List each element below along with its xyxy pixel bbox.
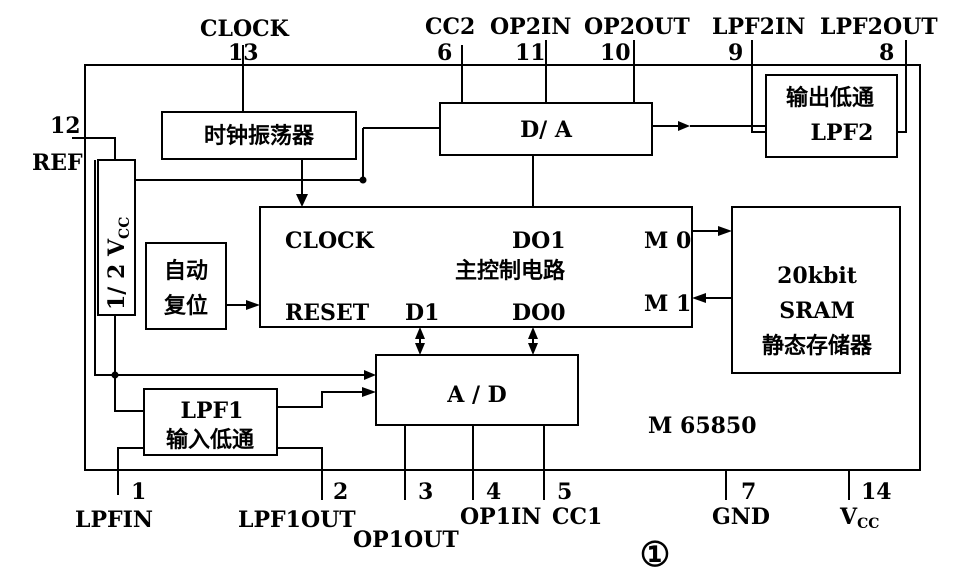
pin-lpf2in-number: 9 [728, 40, 743, 66]
main-control-title: 主控制电路 [455, 258, 566, 284]
half-vcc-block: 1/ 2 VCC [97, 159, 136, 316]
pin-vcc-number: 14 [861, 479, 892, 505]
pin-gnd-name: GND [712, 504, 770, 530]
pin-ref-number: 12 [50, 113, 81, 139]
pin-op2out-number: 10 [600, 40, 631, 66]
pin-op1out-name: OP1OUT [353, 527, 459, 553]
da-converter-block: D/ A [439, 102, 653, 156]
clock-oscillator-block: 时钟振荡器 [161, 111, 357, 160]
pin-op2in-name: OP2IN [490, 14, 571, 40]
internal-wiring [94, 121, 766, 412]
pin-op2out-name: OP2OUT [584, 14, 690, 40]
da-converter-label: D/ A [520, 117, 573, 143]
lpf1-label-en: LPF1 [181, 398, 244, 424]
lpf2-label-en: LPF2 [811, 120, 874, 146]
pin-op2in-number: 11 [515, 40, 546, 66]
lpf2-label-cn: 输出低通 [786, 85, 874, 111]
main-control-d1-port: D1 [405, 300, 439, 326]
half-vcc-label: 1/ 2 VCC [104, 217, 133, 310]
main-control-do1-port: DO1 [512, 228, 566, 254]
lpf1-label-cn: 输入低通 [166, 427, 254, 453]
pin-lpf2out-name: LPF2OUT [820, 14, 938, 40]
pin-lpfin: 1 LPFIN [75, 447, 153, 533]
main-control-reset-port: RESET [285, 300, 370, 326]
pin-cc2-name: CC2 [425, 14, 475, 40]
auto-reset-label-1: 自动 [164, 258, 208, 284]
pin-lpfin-number: 1 [131, 479, 146, 505]
ad-converter-block: A / D [375, 354, 579, 426]
pin-op2out: OP2OUT 10 [584, 14, 690, 103]
auto-reset-block: 自动 复位 [145, 242, 227, 330]
pin-vcc-name: VCC [839, 504, 879, 532]
lpf1-block: LPF1 输入低通 [143, 388, 278, 456]
auto-reset-label-2: 复位 [163, 293, 208, 319]
sram-size-label: 20kbit [777, 263, 858, 289]
pin-op1out-number: 3 [418, 479, 433, 505]
pin-op1out: 3 OP1OUT [353, 425, 459, 553]
sram-block: 20kbit SRAM 静态存储器 [731, 206, 901, 374]
clock-oscillator-label: 时钟振荡器 [204, 123, 315, 149]
pin-op1in-number: 4 [486, 479, 501, 505]
pin-cc1-number: 5 [557, 479, 572, 505]
pin-gnd: 7 GND [712, 470, 770, 530]
pin-cc1-name: CC1 [552, 504, 602, 530]
sram-cn-label: 静态存储器 [762, 333, 873, 359]
pin-lpf1out: 2 LPF1OUT [238, 447, 356, 533]
main-control-do0-port: DO0 [512, 300, 566, 326]
pin-op1in-name: OP1IN [460, 504, 541, 530]
chip-name: M 65850 [648, 413, 757, 439]
pin-lpf1out-number: 2 [333, 479, 348, 505]
pin-cc2: CC2 6 [425, 14, 475, 103]
pin-cc1: 5 CC1 [543, 425, 602, 530]
pin-cc2-number: 6 [437, 40, 452, 66]
pin-lpf2out-number: 8 [879, 40, 894, 66]
pin-clock: CLOCK 13 [200, 16, 290, 112]
pin-op2in: OP2IN 11 [490, 14, 571, 103]
pin-ref: 12 REF [32, 113, 116, 176]
lpf2-block: 输出低通 LPF2 [765, 74, 898, 158]
pin-lpf2in-name: LPF2IN [712, 14, 805, 40]
pin-lpf1out-name: LPF1OUT [238, 507, 356, 533]
pin-clock-name: CLOCK [200, 16, 290, 42]
main-control-clock-port: CLOCK [285, 228, 375, 254]
main-control-m0-port: M 0 [644, 228, 691, 254]
chip-outline [84, 64, 921, 471]
pin-vcc: 14 VCC [839, 470, 892, 532]
pin-lpf2in: LPF2IN 9 [712, 14, 805, 133]
main-control-m1-port: M 1 [644, 291, 691, 317]
pin-lpfin-name: LPFIN [75, 507, 153, 533]
main-control-block: CLOCK DO1 M 0 主控制电路 RESET D1 DO0 M 1 [259, 206, 693, 328]
pin-ref-name: REF [32, 150, 83, 176]
sram-type-label: SRAM [779, 298, 855, 324]
ad-converter-label: A / D [446, 382, 507, 408]
pin-gnd-number: 7 [741, 479, 756, 505]
figure-number: ① [640, 535, 670, 575]
pin-op1in: 4 OP1IN [460, 425, 541, 530]
pin-lpf2out: LPF2OUT 8 [820, 14, 938, 133]
